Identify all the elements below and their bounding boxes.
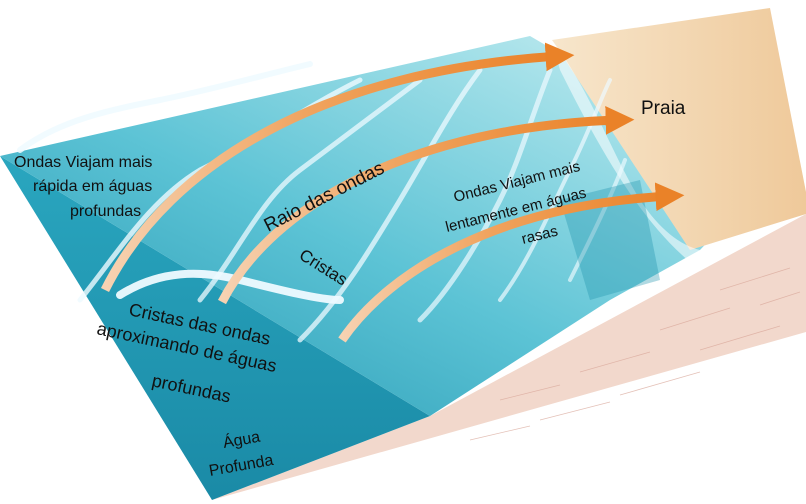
wave-ray-arrow [100, 42, 575, 293]
seabed-texture [469, 267, 801, 441]
wave-crest [17, 61, 313, 153]
wave-crest [197, 77, 423, 303]
wave-ray-arrows [100, 42, 685, 343]
fast-waves-label-line: Ondas Viajam mais [14, 154, 152, 171]
wave-crest [417, 67, 553, 323]
beach-label: Praia [641, 98, 686, 119]
wave-ray-arrow [338, 182, 685, 343]
fast-waves-label-line: profundas [70, 203, 141, 220]
beach-area [552, 8, 806, 250]
deep-water-front-face [0, 156, 430, 500]
wave-crest [297, 67, 483, 343]
wave-crest [568, 158, 627, 282]
wave-ray-arrow [218, 106, 635, 305]
wave-crest [498, 78, 612, 302]
fast-waves-label: Ondas Viajam mais rápida em águas profun… [14, 154, 152, 220]
seabed-cross-section [212, 214, 806, 500]
fast-waves-label-line: rápida em águas [33, 178, 152, 195]
